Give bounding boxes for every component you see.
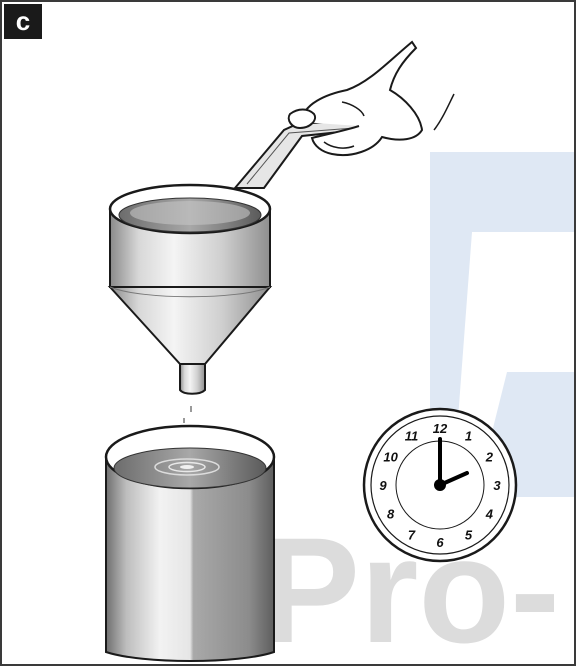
clock-number: 1	[465, 429, 472, 444]
clock-number: 8	[387, 507, 395, 522]
clock-number: 4	[485, 507, 494, 522]
clock-number: 12	[433, 421, 448, 436]
cup-icon	[106, 426, 274, 661]
hand-holding-handle-icon	[235, 42, 454, 188]
panel-label: c	[4, 4, 42, 39]
watermark: Pro-	[260, 152, 576, 666]
clock-number: 5	[465, 527, 473, 542]
clock-number: 3	[493, 478, 501, 493]
clock-number: 11	[405, 429, 419, 444]
clock-number: 7	[408, 527, 416, 542]
clock-number: 6	[436, 535, 444, 550]
clock-number: 10	[383, 450, 398, 465]
funnel-icon	[110, 185, 270, 394]
clock-number: 2	[485, 450, 494, 465]
clock-center	[434, 479, 446, 491]
clock-icon: 12 12 3 45 6 789 10 11	[364, 409, 516, 561]
clock-number: 9	[379, 478, 387, 493]
